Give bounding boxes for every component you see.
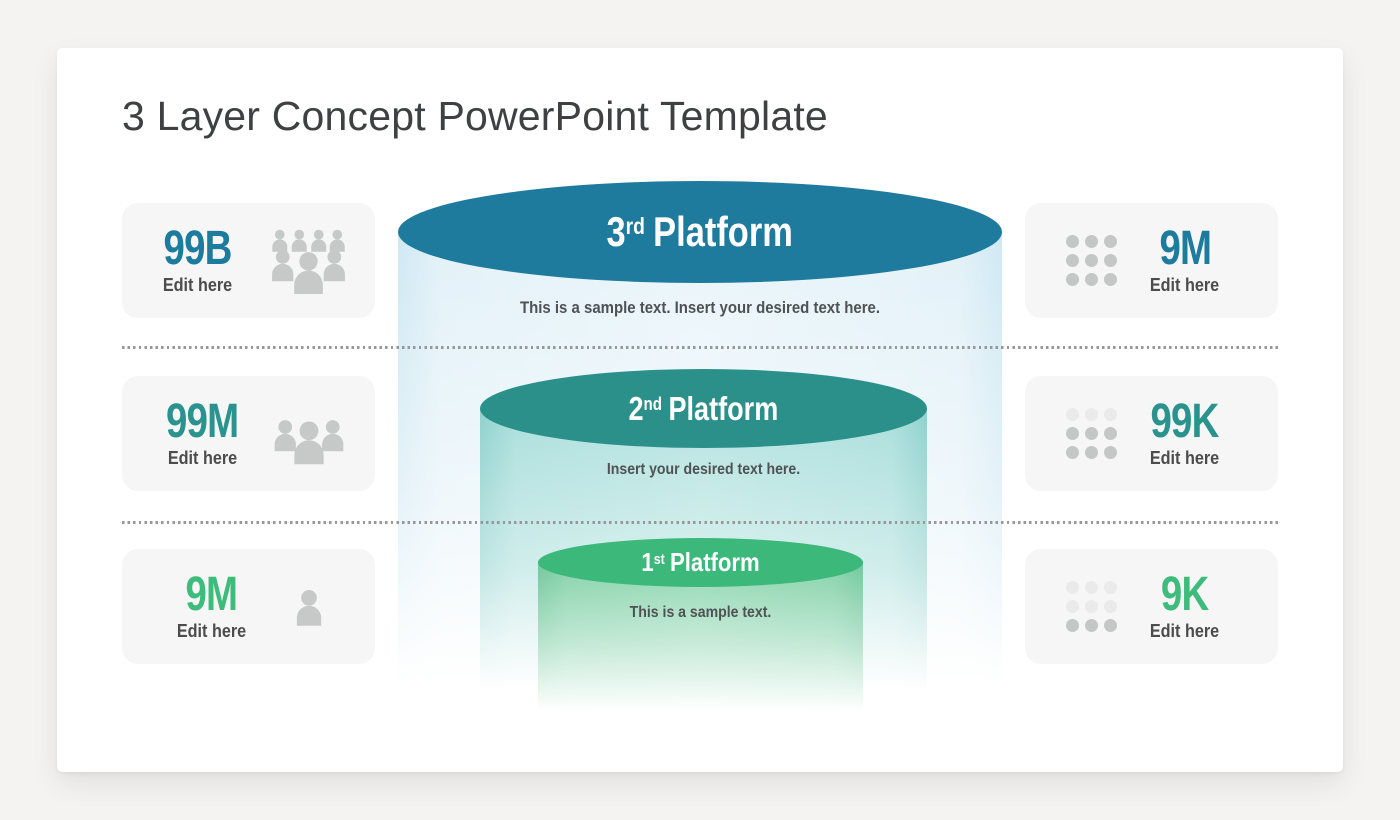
platform-3-label[interactable]: 3rd Platform — [607, 208, 793, 256]
dots-grid-icon — [1066, 408, 1117, 459]
stat-card-right-1[interactable]: 9M Edit here — [1025, 203, 1278, 318]
stat-card-left-1[interactable]: 99B Edit here — [122, 203, 375, 318]
platform-3-number: 3 — [606, 208, 626, 255]
platform-1-number: 1 — [641, 547, 654, 577]
stat-value[interactable]: 99B — [163, 222, 232, 275]
dotted-divider-bottom — [122, 521, 1278, 524]
stat-value[interactable]: 9K — [1161, 568, 1209, 621]
platform-2-ordinal: nd — [643, 393, 663, 415]
platform-1-word: Platform — [669, 547, 760, 577]
dots-grid-icon — [1066, 235, 1117, 286]
stat-card-right-3[interactable]: 9K Edit here — [1025, 549, 1278, 664]
platform-2-description[interactable]: Insert your desired text here. — [606, 461, 801, 478]
stat-card-right-2[interactable]: 99K Edit here — [1025, 376, 1278, 491]
page-title[interactable]: 3 Layer Concept PowerPoint Template — [122, 93, 828, 139]
platform-3-ordinal: rd — [625, 213, 646, 240]
platform-3-ellipse: 3rd Platform — [398, 181, 1002, 283]
edit-here-placeholder[interactable]: Edit here — [1150, 448, 1220, 468]
platform-1-cylinder-body — [538, 561, 863, 719]
platform-2-number: 2 — [628, 389, 644, 427]
edit-here-placeholder[interactable]: Edit here — [162, 275, 233, 295]
stat-value[interactable]: 9M — [1159, 222, 1212, 275]
stat-value[interactable]: 99K — [1150, 395, 1220, 448]
stat-card-left-3[interactable]: 9M Edit here — [122, 549, 375, 664]
platform-3-word: Platform — [653, 208, 794, 255]
edit-here-placeholder[interactable]: Edit here — [176, 621, 247, 641]
crowd-people-icon — [271, 229, 345, 294]
platform-2-word: Platform — [668, 389, 779, 427]
edit-here-placeholder[interactable]: Edit here — [167, 448, 238, 468]
dotted-divider-top — [122, 346, 1278, 349]
platform-1-description[interactable]: This is a sample text. — [629, 604, 772, 621]
stat-card-left-2[interactable]: 99M Edit here — [122, 376, 375, 491]
stat-value[interactable]: 99M — [166, 395, 239, 448]
platform-3-description[interactable]: This is a sample text. Insert your desir… — [519, 298, 881, 317]
platform-1-ordinal: st — [653, 551, 665, 568]
single-person-icon — [296, 589, 321, 626]
edit-here-placeholder[interactable]: Edit here — [1150, 275, 1220, 295]
group-people-icon — [274, 419, 343, 464]
edit-here-placeholder[interactable]: Edit here — [1150, 621, 1220, 641]
stat-value[interactable]: 9M — [185, 568, 239, 621]
dots-grid-icon — [1066, 581, 1117, 632]
